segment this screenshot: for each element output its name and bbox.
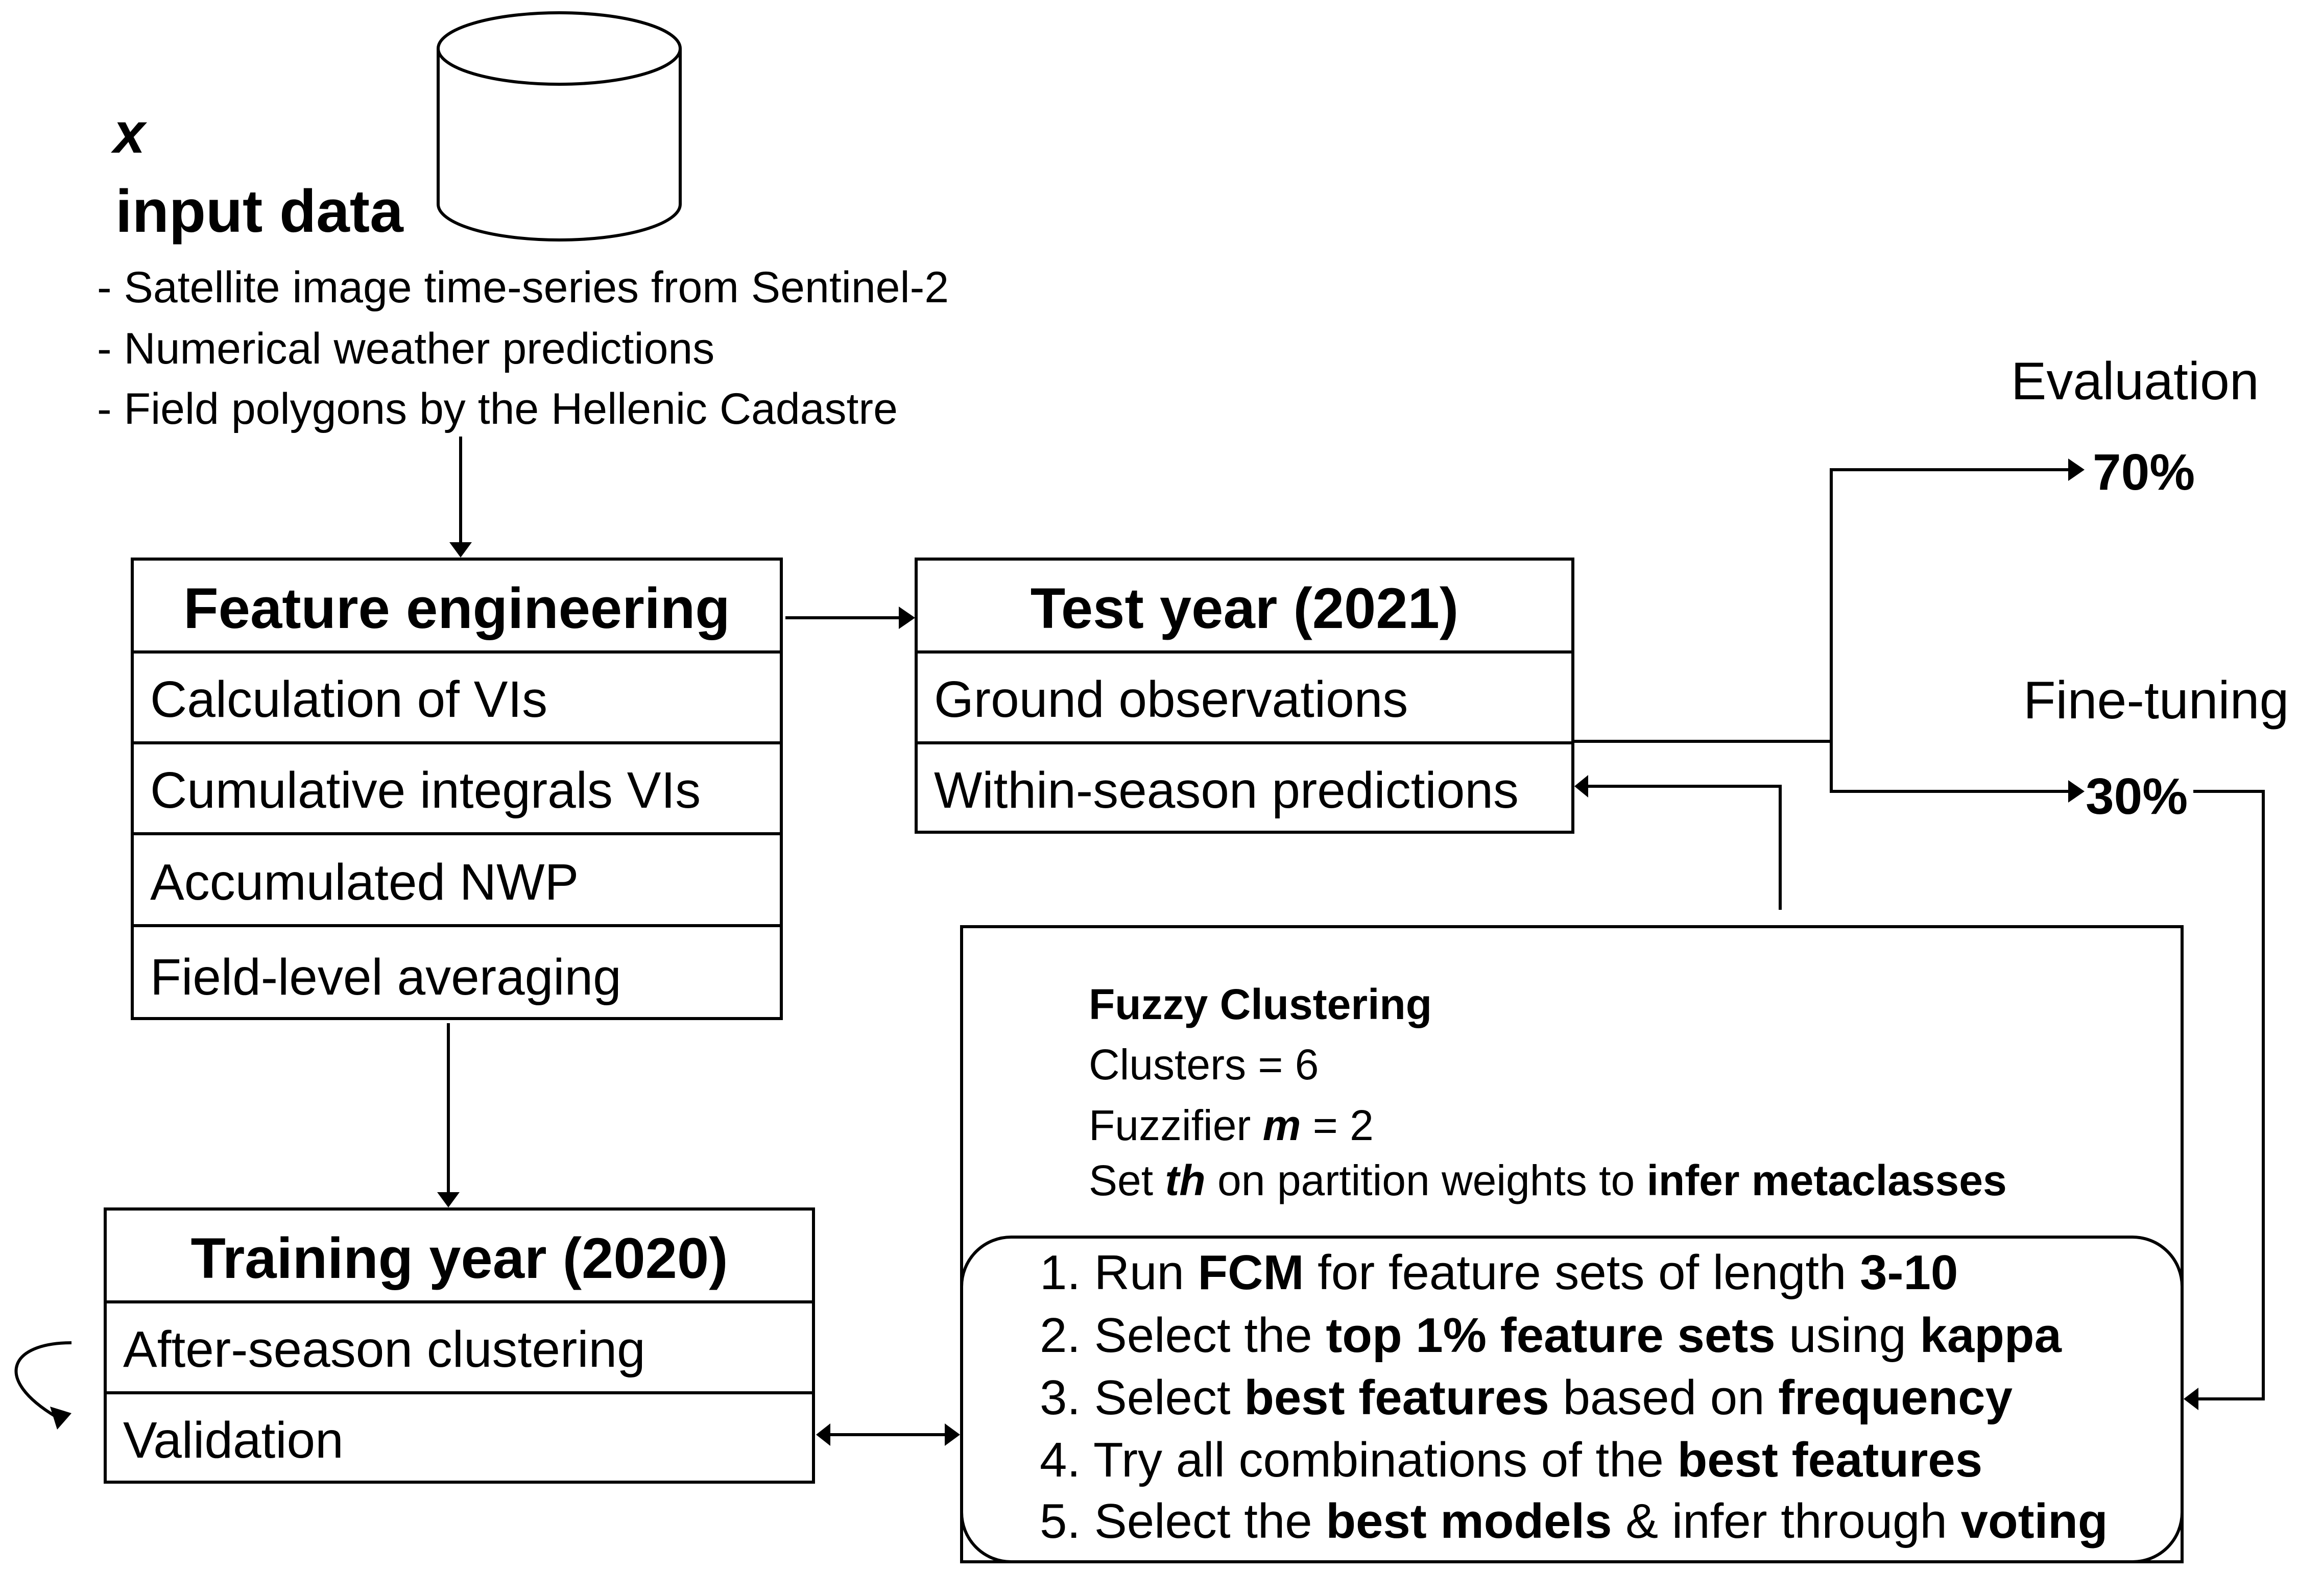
steps-box [960, 1236, 2184, 1563]
test-row-1-label: Ground observations [934, 671, 1408, 728]
connector-finetune-to-steps [2193, 790, 2265, 1400]
connector-ground-to-split [1574, 468, 2068, 743]
step-number: 5. [1040, 1494, 1094, 1549]
step-text-bold: FCM [1198, 1245, 1304, 1300]
step-number: 3. [1040, 1370, 1094, 1425]
input-item-1: - Satellite image time-series from Senti… [97, 263, 949, 312]
input-item-2: - Numerical weather predictions [97, 324, 715, 373]
evaluation-percentage: 70% [2093, 444, 2195, 501]
arrowhead-3 [437, 1192, 460, 1207]
input-title: input data [115, 178, 403, 245]
step-5: 5. Select the best models & infer throug… [1040, 1497, 2108, 1546]
feature-row-1-label: Calculation of VIs [150, 671, 548, 728]
step-text-bold: top 1% feature sets [1326, 1308, 1776, 1363]
step-number: 1. [1040, 1245, 1094, 1300]
arrowhead-6 [2184, 1388, 2198, 1410]
step-text-bold: 3-10 [1860, 1245, 1958, 1300]
test-year-header: Test year (2021) [918, 561, 1571, 650]
feature-engineering-box: Feature engineering Calculation of VIs C… [131, 558, 783, 1020]
test-row-2: Within-season predictions [918, 741, 1571, 831]
fuzzifier-value: = 2 [1301, 1101, 1374, 1149]
fuzzy-fuzzifier: Fuzzifier m = 2 [1089, 1104, 1374, 1147]
step-4: 4. Try all combinations of the best feat… [1040, 1436, 1982, 1485]
arrow-self-loop [14, 1341, 72, 1418]
feature-engineering-header: Feature engineering [134, 561, 780, 650]
step-text: Select the [1094, 1308, 1326, 1363]
evaluation-label: Evaluation [2011, 352, 2259, 411]
threshold-variable: th [1165, 1156, 1206, 1204]
finetuning-percentage: 30% [2086, 768, 2188, 825]
fuzzy-title: Fuzzy Clustering [1089, 980, 1432, 1028]
fuzzifier-variable: m [1262, 1101, 1301, 1149]
arrowhead-1 [449, 542, 472, 558]
training-year-title: Training year (2020) [190, 1226, 728, 1290]
step-number: 2. [1040, 1308, 1094, 1363]
step-2: 2. Select the top 1% feature sets using … [1040, 1311, 2062, 1360]
training-row-2: Validation [107, 1391, 812, 1481]
test-row-1: Ground observations [918, 650, 1571, 741]
threshold-text-bold: infer metaclasses [1646, 1156, 2007, 1204]
connector-fuzzy-to-predictions [1588, 785, 1782, 910]
input-item-3: - Field polygons by the Hellenic Cadastr… [97, 384, 898, 433]
step-text-bold: voting [1960, 1494, 2108, 1549]
training-year-box: Training year (2020) After-season cluste… [104, 1207, 815, 1484]
input-symbol: x [113, 101, 146, 165]
feature-row-1: Calculation of VIs [134, 650, 780, 741]
fuzzy-clusters: Clusters = 6 [1089, 1041, 1319, 1089]
step-text: Select the [1094, 1494, 1326, 1549]
step-text: Select [1094, 1370, 1244, 1425]
step-1: 1. Run FCM for feature sets of length 3-… [1040, 1248, 1958, 1297]
test-year-box: Test year (2021) Ground observations Wit… [915, 558, 1574, 834]
step-text: & infer through [1612, 1494, 1961, 1549]
feature-row-4-label: Field-level averaging [150, 949, 621, 1006]
step-text: Run [1094, 1245, 1198, 1300]
arrowhead-2 [899, 607, 915, 629]
database-icon [437, 11, 682, 241]
fuzzy-threshold: Set th on partition weights to infer met… [1089, 1159, 2007, 1202]
threshold-text-2: on partition weights to [1205, 1156, 1647, 1204]
training-row-2-label: Validation [123, 1412, 344, 1469]
test-year-title: Test year (2021) [1030, 576, 1459, 640]
feature-row-4: Field-level averaging [134, 924, 780, 1017]
arrowhead-8 [945, 1423, 960, 1446]
feature-row-2: Cumulative integrals VIs [134, 741, 780, 832]
threshold-text-1: Set [1089, 1156, 1165, 1204]
feature-row-2-label: Cumulative integrals VIs [150, 762, 701, 819]
training-row-1: After-season clustering [107, 1300, 812, 1391]
step-3: 3. Select best features based on frequen… [1040, 1373, 2013, 1422]
feature-engineering-title: Feature engineering [183, 576, 730, 640]
step-text: based on [1549, 1370, 1779, 1425]
connector-split-to-finetune [1830, 741, 2068, 793]
feature-row-3-label: Accumulated NWP [150, 854, 579, 911]
test-row-2-label: Within-season predictions [934, 762, 1519, 819]
step-text: Try all combinations of the [1093, 1433, 1678, 1487]
step-text-bold: kappa [1920, 1308, 2062, 1363]
step-number: 4. [1040, 1433, 1093, 1487]
step-text-bold: frequency [1778, 1370, 2013, 1425]
step-text-bold: best features [1677, 1433, 1983, 1487]
arrowhead-9 [816, 1423, 830, 1446]
arrowhead-10 [50, 1407, 71, 1430]
arrowhead-4 [2068, 458, 2085, 481]
arrowhead-7 [1574, 775, 1588, 797]
step-text: for feature sets of length [1304, 1245, 1860, 1300]
finetuning-label: Fine-tuning [2023, 671, 2289, 730]
arrowhead-5 [2068, 780, 2085, 803]
fuzzifier-text: Fuzzifier [1089, 1101, 1263, 1149]
feature-row-3: Accumulated NWP [134, 832, 780, 924]
step-text-bold: best models [1326, 1494, 1612, 1549]
step-text-bold: best features [1244, 1370, 1549, 1425]
step-text: using [1775, 1308, 1920, 1363]
training-year-header: Training year (2020) [107, 1211, 812, 1300]
training-row-1-label: After-season clustering [123, 1321, 645, 1378]
